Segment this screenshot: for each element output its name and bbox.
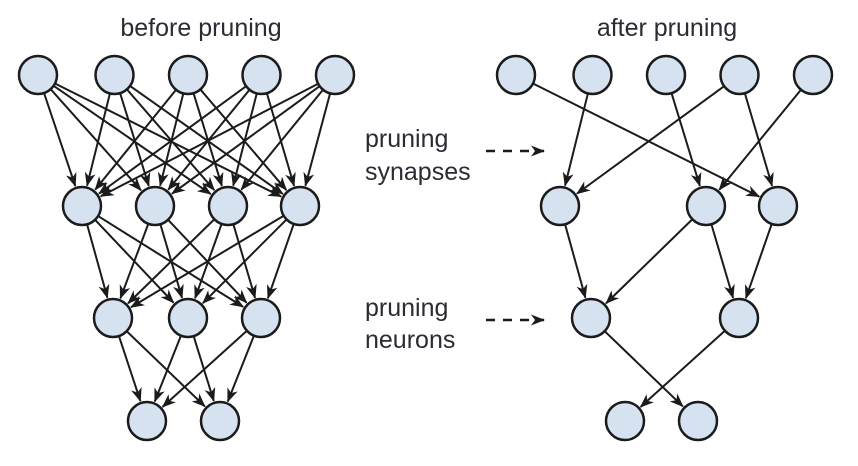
neuron-node (685, 185, 727, 227)
neuron-node (719, 54, 760, 96)
synapse-edge (202, 218, 288, 304)
synapse-edge (226, 335, 255, 403)
synapse-edge (125, 330, 206, 408)
synapse-edge (564, 224, 588, 299)
synapse-edge (670, 92, 702, 187)
neuron-node (241, 54, 282, 96)
neuron-node (677, 400, 719, 442)
synapse-edge (710, 223, 735, 299)
neuron-node (126, 400, 168, 442)
neuron-node (240, 297, 282, 339)
after-network-title: after pruning (597, 14, 737, 42)
before-network-title: before pruning (120, 14, 281, 42)
synapse-edge (129, 85, 284, 195)
neuron-node (92, 297, 134, 339)
neuron-node (61, 185, 103, 227)
neuron-node (167, 297, 209, 339)
synapse-edge (99, 82, 319, 198)
synapse-edge (130, 214, 285, 309)
neuron-node (718, 297, 760, 339)
neuron-node (199, 400, 241, 442)
synapse-edge (98, 85, 247, 195)
neuron-node (495, 54, 537, 96)
neuron-node (757, 185, 799, 227)
synapse-edge (94, 89, 177, 191)
neuron-node (572, 54, 613, 96)
synapse-edge (43, 92, 77, 188)
pruning-neurons-label-line2: neurons (365, 326, 455, 354)
neuron-node (279, 185, 321, 227)
synapse-edge (743, 92, 774, 187)
synapse-edge (576, 85, 725, 195)
synapse-edge (562, 93, 589, 187)
synapse-edge (161, 329, 248, 408)
synapse-edge (266, 223, 295, 300)
synapse-edge (744, 223, 773, 300)
synapse-edge (118, 335, 142, 403)
pruning-neurons-label-line1: pruning (365, 294, 448, 322)
synapse-edge (84, 93, 111, 187)
neuron-node (17, 54, 59, 96)
synapse-edge (86, 224, 110, 299)
synapse-edge (119, 223, 150, 300)
synapse-edge (153, 335, 182, 403)
neuron-node (94, 54, 135, 96)
neuron-node (604, 400, 646, 442)
neuron-node (570, 297, 612, 339)
synapse-edge (199, 88, 288, 191)
synapse-edge (303, 93, 332, 187)
synapse-edge (119, 92, 151, 187)
synapse-edge (718, 89, 802, 191)
synapse-edge (639, 329, 726, 408)
synapse-edge (53, 84, 212, 195)
neuron-node (207, 185, 249, 227)
neuron-node (314, 54, 356, 96)
synapse-edge (603, 330, 684, 408)
neuron-node (134, 185, 176, 227)
networks-graph (17, 54, 834, 442)
synapse-edge (127, 218, 216, 305)
synapse-edge (605, 218, 694, 305)
neuron-node (167, 54, 209, 96)
neuron-node (539, 185, 581, 227)
neuron-node (645, 54, 687, 96)
synapse-edge (192, 92, 224, 187)
pruning-synapses-label-line1: pruning (365, 125, 448, 153)
pruning-synapses-label-line2: synapses (365, 158, 471, 186)
synapse-edge (171, 85, 321, 195)
neuron-node (792, 54, 834, 96)
synapse-edge (240, 89, 324, 191)
